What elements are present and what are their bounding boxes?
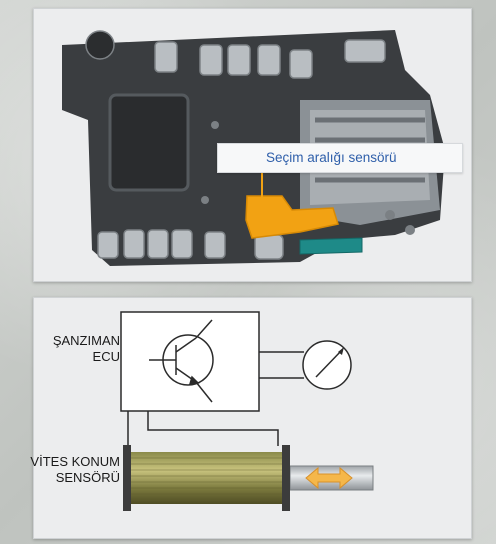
sensor-label: VİTES KONUM SENSÖRÜ [0, 454, 120, 486]
sensor-label-line1: VİTES KONUM [30, 454, 120, 469]
ecu-label-line2: ECU [92, 349, 120, 364]
ecu-box [120, 311, 260, 412]
gauge-wires [259, 351, 304, 379]
valve-body-pan [108, 93, 190, 192]
sensor-label-line2: SENSÖRÜ [55, 470, 120, 485]
range-selection-sensor-highlight [245, 195, 339, 239]
teal-manual-valve-part [299, 237, 363, 255]
callout-text: Seçim aralığı sensörü [266, 150, 397, 165]
transistor-icon [149, 319, 214, 403]
range-sensor-callout: Seçim aralığı sensörü [217, 143, 463, 173]
bottom-solenoids [97, 229, 284, 260]
coil-end-cap-left [123, 445, 131, 511]
motion-double-arrow-icon [305, 466, 353, 490]
coil-end-cap-right [282, 445, 290, 511]
ecu-label: ŞANZIMAN ECU [10, 333, 120, 365]
top-solenoids [85, 30, 386, 79]
sensor-coil [130, 452, 282, 504]
sensor-wires [127, 411, 279, 446]
ecu-label-line1: ŞANZIMAN [52, 333, 120, 348]
